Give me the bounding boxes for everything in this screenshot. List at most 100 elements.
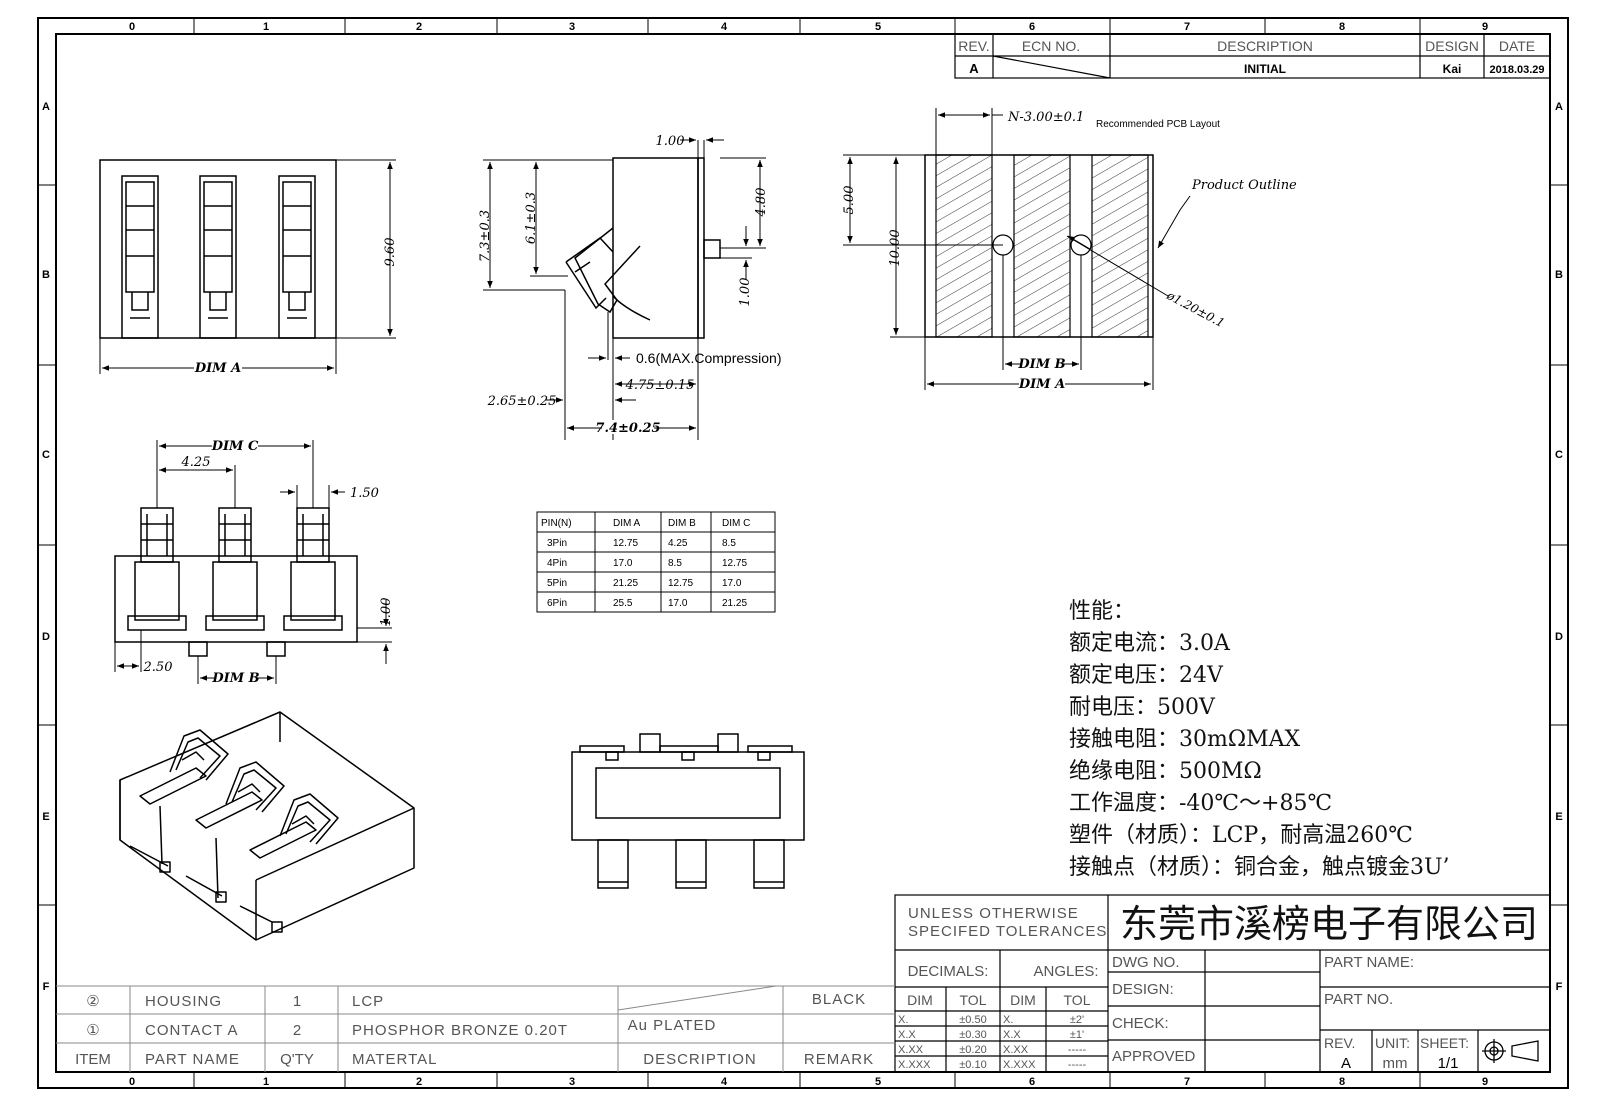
date-header: DATE (1499, 38, 1535, 54)
pcb-10-00-label: 10.00 (888, 229, 903, 266)
pin-table-cell: 3Pin (547, 538, 567, 549)
bom-material-housing: LCP (352, 993, 384, 1010)
spec-line-1: 额定电流：3.0A (1069, 631, 1231, 656)
pin-table-cell: 12.75 (668, 578, 693, 589)
angle-dim-cell: X.XXX (1003, 1059, 1036, 1071)
front-view-contact-1 (127, 507, 187, 631)
pin-table-cell: 6Pin (547, 598, 567, 609)
pcb-pitch-label: N-3.00±0.1 (1007, 110, 1084, 125)
col-label-6-bottom: 6 (1029, 1076, 1035, 1088)
front-view-contact-2 (205, 507, 265, 631)
iso-contact-3 (279, 793, 339, 845)
angle-tol-cell: ----- (1068, 1059, 1087, 1071)
pin-table-cell: 21.25 (613, 578, 638, 589)
rev-header: REV. (958, 38, 989, 54)
bottom-view (571, 733, 805, 889)
top-view-slot-1 (121, 175, 159, 339)
iso-contact-1 (169, 729, 229, 781)
col-label-1: 1 (263, 21, 269, 33)
pin-table-cell: 4Pin (547, 558, 567, 569)
row-label-a: A (42, 101, 50, 113)
pin-table-header-dim-c: DIM C (722, 518, 750, 529)
front-1-50-label: 1.50 (350, 486, 379, 501)
decimal-dim-cell: X.X (898, 1029, 916, 1041)
top-view-slot-3 (278, 175, 316, 339)
approved-label: APPROVED (1112, 1048, 1196, 1065)
frame-grid-labels: 0 1 2 3 4 5 6 7 8 9 0 1 2 3 4 5 6 7 8 9 … (42, 21, 1563, 1088)
side-4-75-label: 4.75±0.15 (625, 378, 695, 393)
design-value: Kai (1443, 62, 1462, 76)
col-label-7: 7 (1184, 21, 1190, 33)
tol-header-decimals: TOL (960, 992, 987, 1008)
bom-header-item: ITEM (75, 1051, 111, 1068)
col-label-0: 0 (129, 21, 135, 33)
angle-dim-cell: X.X (1003, 1029, 1021, 1041)
bom-part-housing: HOUSING (145, 993, 222, 1010)
spec-line-8: 接触点（材质）：铜合金，触点镀金3U’ (1069, 855, 1450, 880)
front-view-labels: DIM C 4.25 1.50 1.00 2.50 DIM B (143, 438, 394, 686)
bom-header-description: DESCRIPTION (643, 1051, 757, 1068)
product-outline-label: Product Outline (1191, 178, 1297, 193)
pin-table-header-dim-a: DIM A (613, 518, 641, 529)
row-label-c: C (42, 449, 50, 461)
description-header: DESCRIPTION (1217, 38, 1313, 54)
dwg-no-label: DWG NO. (1112, 954, 1180, 971)
spec-line-3: 耐电压：500V (1069, 695, 1216, 720)
pcb-layout (924, 154, 1154, 338)
pin-table-cell: 17.0 (613, 558, 633, 569)
iso-contact-2 (225, 761, 285, 813)
side-1-00-mid-label: 1.00 (738, 278, 753, 307)
pin-table-cell: 4.25 (668, 538, 688, 549)
top-view-slot-2 (199, 175, 237, 339)
pin-table-cell: 12.75 (613, 538, 638, 549)
bom-text: ② HOUSING 1 LCP BLACK ① CONTACT A 2 PHOS… (75, 991, 873, 1068)
spec-line-0: 性能： (1069, 599, 1135, 624)
bom-header-qty: Q'TY (280, 1051, 314, 1068)
pcb-hole-label: ø1.20±0.1 (1164, 288, 1227, 330)
front-dim-b-label: DIM B (211, 671, 259, 686)
side-1-00-top-label: 1.00 (656, 134, 685, 149)
row-label-b: B (42, 269, 50, 281)
decimal-tol-cell: ±0.10 (959, 1059, 986, 1071)
spec-line-6: 工作温度：-40℃～+85℃ (1069, 791, 1332, 816)
row-label-e-right: E (1555, 811, 1562, 823)
top-view-dim-a-label: DIM A (194, 361, 241, 376)
tolerance-note-line-1: UNLESS OTHERWISE (908, 905, 1079, 922)
col-label-9-bottom: 9 (1482, 1076, 1488, 1088)
design-label: DESIGN: (1112, 981, 1174, 998)
col-label-7-bottom: 7 (1184, 1076, 1190, 1088)
pin-table-cell: 17.0 (668, 598, 688, 609)
dim-header-angles: DIM (1010, 992, 1036, 1008)
front-2-50-label: 2.50 (143, 660, 173, 675)
pin-table-cell: 8.5 (722, 538, 736, 549)
bom-qty-housing: 1 (293, 993, 301, 1010)
rev-value: A (969, 61, 979, 76)
col-label-9: 9 (1482, 21, 1488, 33)
bom-item-2: ② (86, 993, 99, 1010)
front-4-25-label: 4.25 (181, 455, 211, 470)
decimal-dim-cell: X.XX (898, 1044, 924, 1056)
angle-tol-cell: ±1' (1070, 1029, 1084, 1041)
front-1-00-label: 1.00 (379, 598, 394, 627)
row-label-d: D (42, 631, 50, 643)
spec-line-4: 接触电阻：30mΩMAX (1069, 727, 1301, 752)
col-label-3-bottom: 3 (569, 1076, 575, 1088)
side-6-1-label: 6.1±0.3 (524, 192, 539, 244)
pcb-dim-b-label: DIM B (1017, 357, 1065, 372)
frame-grid-ticks (38, 18, 1568, 1088)
rev-label: REV. (1324, 1035, 1355, 1051)
pin-table-cell: 21.25 (722, 598, 747, 609)
date-value: 2018.03.29 (1489, 64, 1544, 76)
row-label-f: F (43, 981, 50, 993)
pin-table-cell: 5Pin (547, 578, 567, 589)
pin-table: PIN(N) DIM A DIM B DIM C 3Pin 12.75 4.25… (536, 511, 776, 613)
projection-symbol-icon (1482, 1039, 1539, 1063)
spec-line-2: 额定电压：24V (1069, 663, 1224, 688)
description-value: INITIAL (1244, 62, 1286, 76)
compression-label: 0.6(MAX.Compression) (636, 350, 782, 366)
pin-table-header-pin: PIN(N) (541, 518, 572, 529)
bom-material-contact: PHOSPHOR BRONZE 0.20T (352, 1022, 568, 1039)
side-7-4-label: 7.4±0.25 (595, 421, 660, 436)
rev-value-title: A (1341, 1055, 1351, 1072)
